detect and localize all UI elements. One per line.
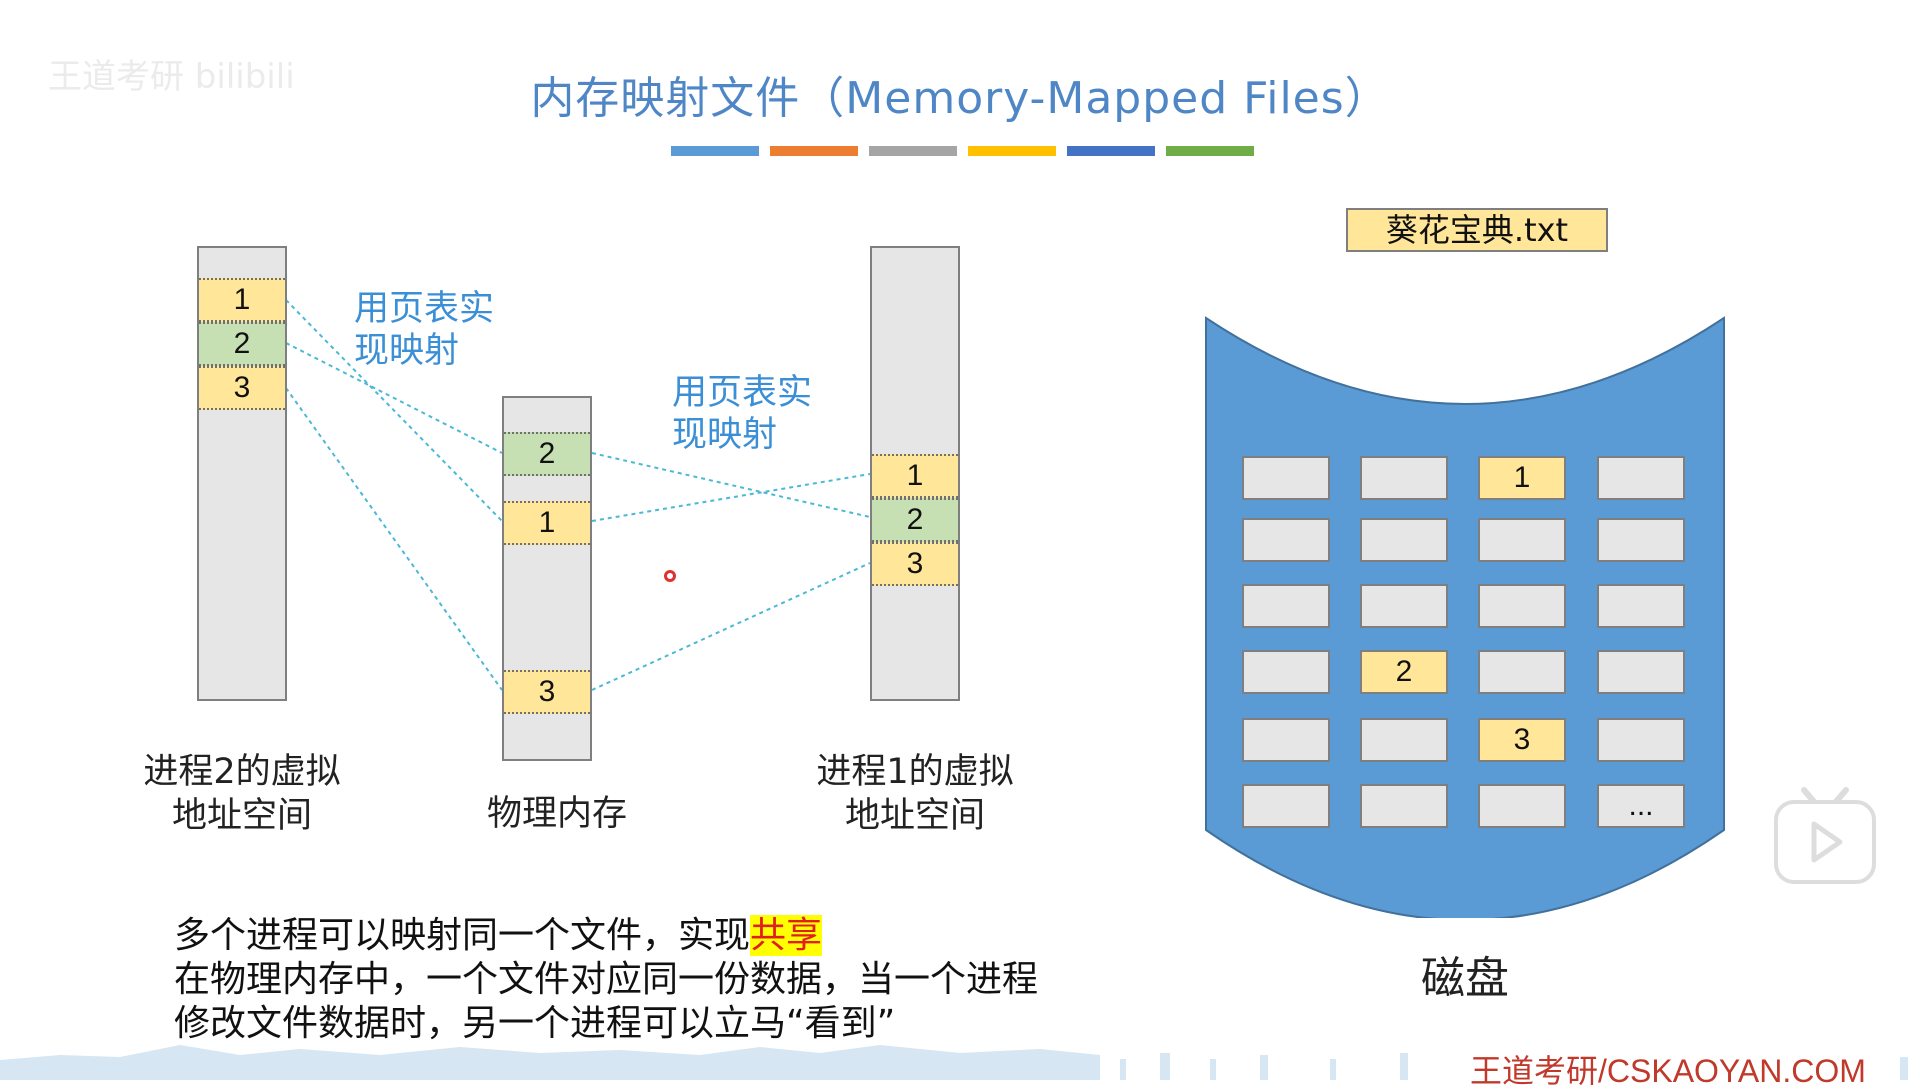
skyline-decoration [0, 1045, 1908, 1080]
physical-frame-3: 3 [504, 670, 590, 714]
process2-virtual-space: 1 2 3 [197, 246, 287, 701]
slide-title: 内存映射文件（Memory-Mapped Files） [530, 73, 1390, 124]
disk-block: 1 [1478, 456, 1566, 500]
disk-block: 3 [1478, 718, 1566, 762]
summary-notes: 多个进程可以映射同一个文件，实现共享 在物理内存中，一个文件对应同一份数据，当一… [174, 914, 1038, 1046]
disk-block [1360, 584, 1448, 628]
disk-block [1242, 784, 1330, 828]
process1-caption: 进程1的虚拟 地址空间 [816, 752, 1014, 836]
link-frame-2-to-p1-2 [591, 452, 871, 518]
play-icon[interactable] [1770, 782, 1880, 886]
disk-block [1597, 718, 1685, 762]
title-bar-5 [1067, 146, 1155, 156]
disk-block [1242, 584, 1330, 628]
brand-text: 王道考研/CSKAOYAN.COM [1470, 1053, 1866, 1089]
title-color-bars [671, 146, 1254, 156]
title-bar-2 [770, 146, 858, 156]
link-frame-3-to-p1-3 [591, 562, 871, 691]
note-line-3: 修改文件数据时，另一个进程可以立马“看到” [174, 1003, 896, 1044]
disk-block [1360, 718, 1448, 762]
disk-cylinder [1205, 316, 1725, 918]
disk-block [1478, 650, 1566, 694]
file-name-label: 葵花宝典.txt [1346, 208, 1608, 252]
bilibili-watermark: 王道考研 bilibili [48, 57, 295, 97]
physical-memory: 2 1 3 [502, 396, 592, 761]
disk-block [1597, 456, 1685, 500]
disk-block [1242, 718, 1330, 762]
physical-frame-2: 2 [504, 432, 590, 476]
link-p2-1-to-frame-1 [285, 299, 503, 522]
link-frame-1-to-p1-1 [591, 473, 871, 522]
process1-virtual-space: 1 2 3 [870, 246, 960, 701]
disk-block: 2 [1360, 650, 1448, 694]
disk-caption: 磁盘 [1421, 953, 1509, 1004]
highlight-share: 共享 [750, 915, 823, 956]
link-p2-3-to-frame-3 [285, 387, 503, 691]
page-table-callout-right: 用页表实 现映射 [672, 373, 813, 455]
note-line-1: 多个进程可以映射同一个文件，实现共享 [174, 915, 823, 956]
title-bar-3 [869, 146, 957, 156]
disk-block [1478, 584, 1566, 628]
disk-block [1242, 456, 1330, 500]
physical-frame-1: 1 [504, 501, 590, 545]
disk-block [1242, 650, 1330, 694]
process1-page-1: 1 [872, 454, 958, 498]
link-p2-2-to-frame-2 [285, 342, 503, 454]
disk-block [1597, 650, 1685, 694]
disk-block [1478, 518, 1566, 562]
disk-block: ... [1597, 784, 1685, 828]
process2-page-1: 1 [199, 278, 285, 322]
process1-page-3: 3 [872, 542, 958, 586]
disk-block [1597, 518, 1685, 562]
disk-block [1360, 456, 1448, 500]
laser-pointer-dot [664, 570, 676, 582]
page-table-callout-left: 用页表实 现映射 [354, 289, 495, 371]
process2-page-3: 3 [199, 366, 285, 410]
note-line-2: 在物理内存中，一个文件对应同一份数据，当一个进程 [174, 959, 1039, 1000]
title-bar-4 [968, 146, 1056, 156]
disk-block [1360, 784, 1448, 828]
process1-page-2: 2 [872, 498, 958, 542]
disk-block [1597, 584, 1685, 628]
title-bar-1 [671, 146, 759, 156]
disk-block [1242, 518, 1330, 562]
disk-block [1360, 518, 1448, 562]
title-bar-6 [1166, 146, 1254, 156]
svg-text:王道考研 bilibili: 王道考研 bilibili [48, 57, 295, 97]
disk-block [1478, 784, 1566, 828]
process2-caption: 进程2的虚拟 地址空间 [143, 752, 341, 836]
physical-memory-caption: 物理内存 [486, 794, 627, 834]
process2-page-2: 2 [199, 322, 285, 366]
